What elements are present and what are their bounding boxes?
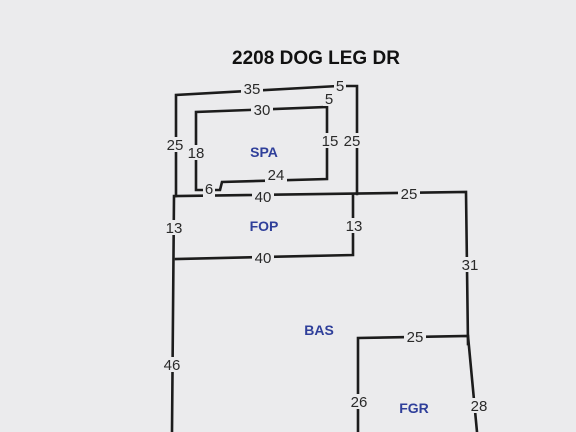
dimension-label: 5	[336, 78, 344, 95]
dimension-label: 13	[166, 220, 183, 237]
dimension-label: 6	[205, 181, 213, 198]
dimension-label: 25	[407, 329, 424, 346]
dimension-label: 31	[462, 257, 479, 274]
dimension-label: 40	[255, 189, 272, 206]
dimension-label: 25	[344, 133, 361, 150]
spa-outline	[194, 105, 329, 192]
area-labels: SPA FOP BAS FGR	[250, 144, 429, 416]
main-left-wall	[170, 194, 176, 432]
area-label-fop: FOP	[250, 218, 279, 234]
dimension-label: 18	[188, 145, 205, 162]
property-address-title: 2208 DOG LEG DR	[232, 48, 400, 69]
dimension-label: 25	[401, 186, 418, 203]
dimension-label: 5	[325, 91, 333, 108]
dimension-label: 30	[254, 102, 271, 119]
fop-right-bottom-wall	[174, 192, 355, 261]
dimension-label: 40	[255, 250, 272, 267]
dimension-labels: 35 5 25 25 30 5 18 15 6 24 40 25 13 13 4…	[161, 78, 490, 415]
dimension-label: 24	[268, 167, 285, 184]
dimension-label: 25	[167, 137, 184, 154]
dimension-label: 35	[244, 81, 261, 98]
fgr-outline	[356, 334, 479, 432]
dimension-label: 28	[471, 398, 488, 415]
dimension-label: 13	[346, 218, 363, 235]
area-label-bas: BAS	[304, 322, 334, 338]
area-label-fgr: FGR	[399, 400, 429, 416]
dimension-label: 46	[164, 357, 181, 374]
area-label-spa: SPA	[250, 144, 278, 160]
dimension-label: 26	[351, 394, 368, 411]
dimension-label: 15	[322, 133, 339, 150]
